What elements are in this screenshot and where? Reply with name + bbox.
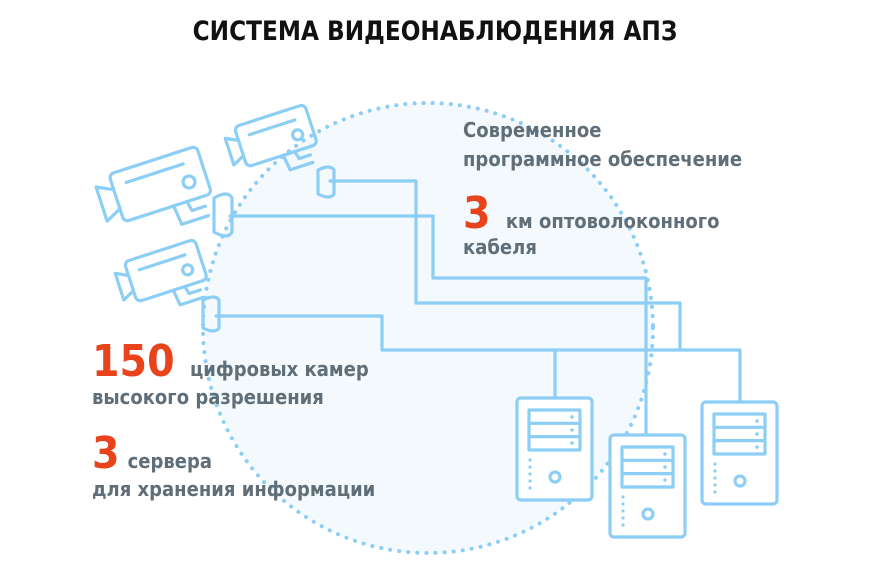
stat-cameras: 150 цифровых камер высокого разрешения <box>92 340 369 412</box>
server-icon <box>608 433 687 539</box>
cable-camera-3 <box>214 314 742 404</box>
stat-servers: 3 сервера для хранения информации <box>92 432 375 504</box>
stat-cameras-number: 150 <box>92 336 175 387</box>
stat-cable-line2: кабеля <box>463 235 537 259</box>
camera-mount <box>212 192 234 238</box>
server-leds <box>528 415 574 490</box>
stat-cable-number: 3 <box>463 188 491 239</box>
page-title: СИСТЕМА ВИДЕОНАБЛЮДЕНИЯ АПЗ <box>192 16 678 47</box>
stat-cameras-line2: высокого разрешения <box>92 385 324 409</box>
cable-camera-2 <box>328 179 682 352</box>
cctv-camera-icon <box>94 145 213 226</box>
stat-servers-line2: для хранения информации <box>92 477 376 501</box>
cable-camera-1 <box>228 214 648 439</box>
cctv-camera-icon <box>113 238 208 307</box>
stat-software-line1: Современное <box>463 118 602 142</box>
stat-servers-number: 3 <box>92 428 120 479</box>
camera-mount <box>201 295 221 333</box>
stat-cable: 3 км оптоволоконного кабеля <box>463 192 720 262</box>
server-icon <box>515 396 594 502</box>
stat-servers-line1: сервера <box>127 449 213 473</box>
camera-mount <box>316 165 336 199</box>
server-leds <box>621 452 667 527</box>
stat-cameras-line1: цифровых камер <box>189 357 369 381</box>
stat-software: Современное программное обеспечение <box>463 116 742 174</box>
server-icon <box>700 400 779 506</box>
server-leds <box>713 419 759 494</box>
cctv-camera-icon <box>223 103 318 172</box>
stat-cable-line1: км оптоволоконного <box>505 209 720 233</box>
stat-software-line2: программное обеспечение <box>463 147 743 171</box>
